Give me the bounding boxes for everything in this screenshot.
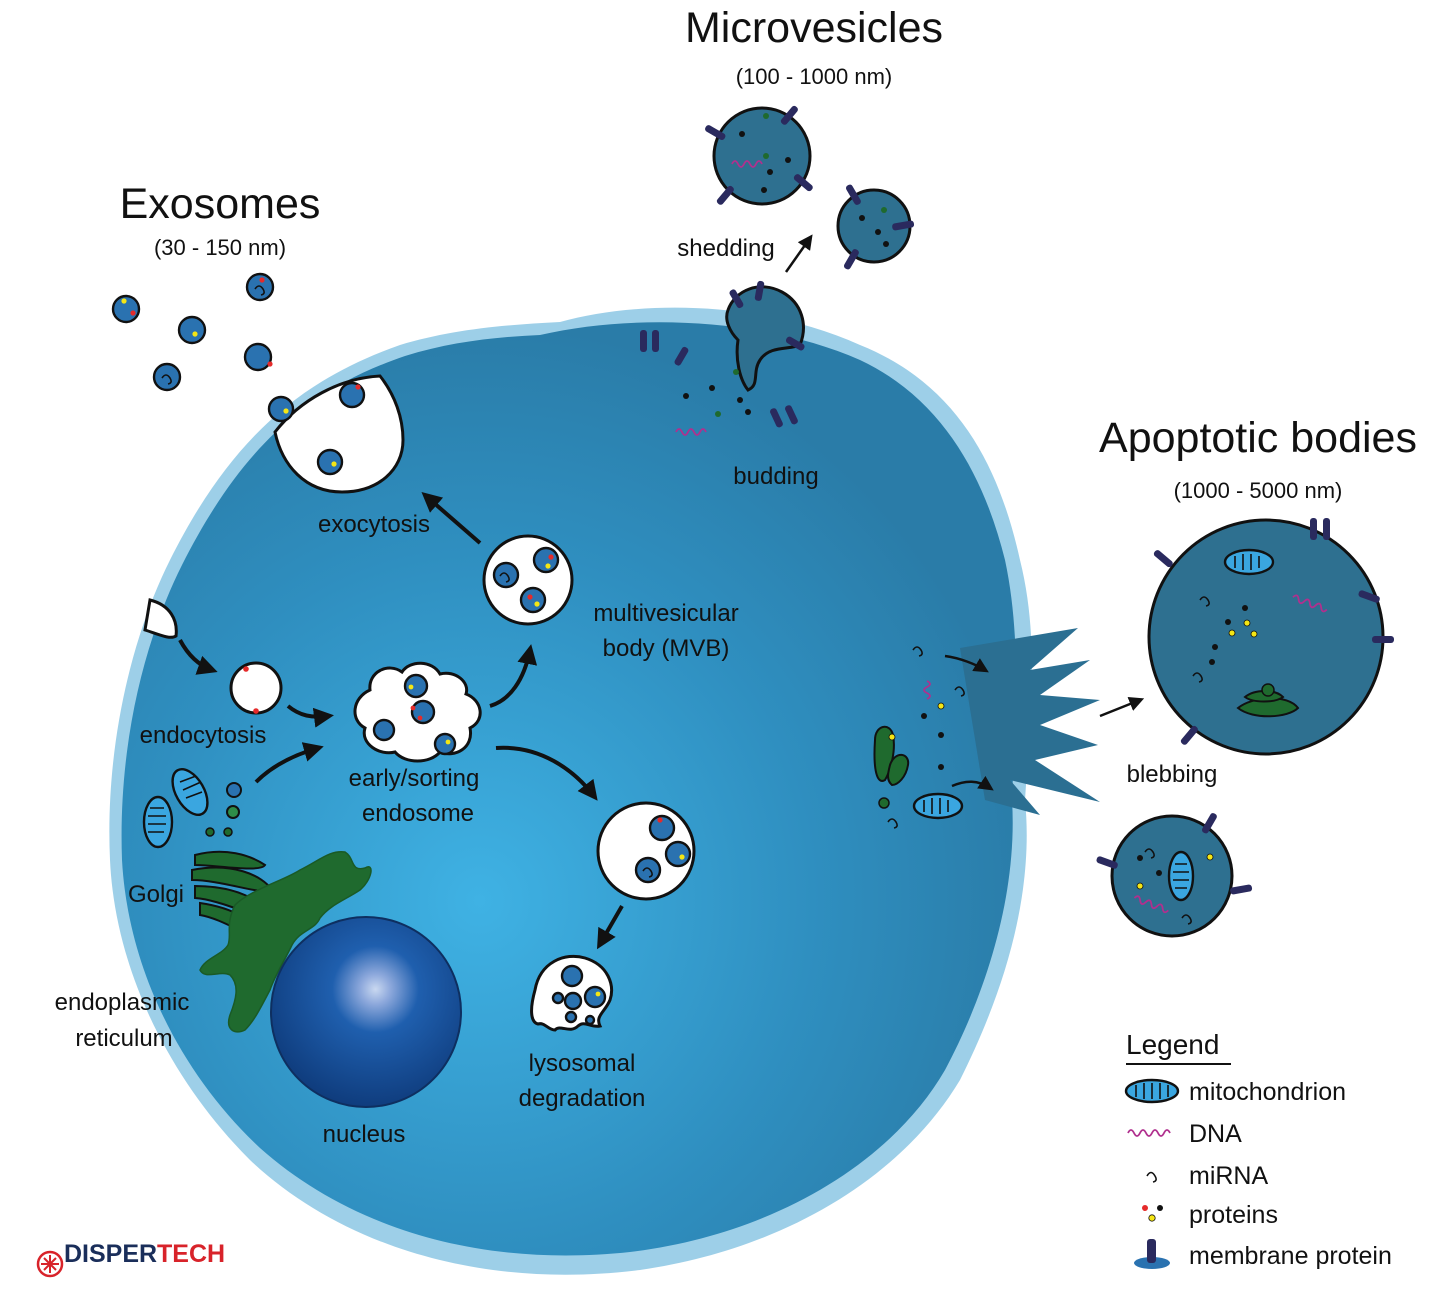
- mirna-icon: [1146, 1171, 1157, 1183]
- apoptotic-body-small: [1096, 813, 1253, 938]
- label-lyso-line2: degradation: [519, 1085, 646, 1112]
- label-budding: budding: [733, 463, 818, 490]
- cell: [109, 307, 1032, 1275]
- arrow-blebbing-upper: [944, 654, 989, 673]
- arrow-to-apoptotic-body: [1099, 696, 1145, 718]
- cell-body: [121, 322, 1016, 1256]
- free-exosomes: [111, 272, 275, 392]
- logo-text-part1: DISPER: [64, 1240, 157, 1268]
- arrow-endosome-to-late: [495, 745, 598, 801]
- label-nucleus: nucleus: [323, 1121, 406, 1148]
- legend-label-mitochondrion: mitochondrion: [1189, 1078, 1346, 1106]
- multivesicular-body: [482, 534, 574, 626]
- endoplasmic-reticulum: [199, 851, 372, 1033]
- legend-label-dna: DNA: [1189, 1120, 1242, 1148]
- blebbing-protrusion: [960, 628, 1100, 815]
- apoptotic-bodies-title: Apoptotic bodies: [1099, 414, 1417, 462]
- mitochondria: [142, 768, 209, 849]
- arrow-mvb-to-exocytosis: [421, 492, 482, 545]
- proteins-icon: [1142, 1205, 1163, 1222]
- label-mvb-line2: body (MVB): [603, 635, 730, 662]
- exocytosis-exosomes: [267, 381, 366, 476]
- exosomes-size: (30 - 150 nm): [154, 235, 286, 260]
- golgi-vesicles: [205, 782, 242, 837]
- microvesicles-title: Microvesicles: [685, 4, 943, 52]
- membrane-protein-icon: [1134, 1239, 1170, 1269]
- label-exocytosis: exocytosis: [318, 511, 430, 538]
- blebbing-contents: [873, 646, 965, 829]
- label-lyso-line1: lysosomal: [529, 1050, 636, 1077]
- microvesicle-large: [705, 105, 813, 206]
- label-endocytosis: endocytosis: [140, 722, 267, 749]
- nucleus: [270, 916, 462, 1108]
- label-mvb-line1: multivesicular: [593, 600, 738, 627]
- endocytosis-entry: [143, 598, 178, 639]
- endosome-exosomes: [372, 673, 457, 756]
- lysosome: [530, 954, 613, 1032]
- arrow-endocytosis-in: [178, 639, 218, 675]
- legend-label-membrane-protein: membrane protein: [1189, 1242, 1392, 1270]
- label-early-line1: early/sorting: [349, 765, 480, 792]
- arrow-to-early-endosome: [286, 704, 334, 728]
- arrows: [178, 234, 1145, 950]
- microvesicle-small: [836, 184, 915, 270]
- arrow-shedding: [784, 234, 813, 273]
- logo-mark-icon: [36, 1250, 64, 1278]
- arrow-golgi-to-endosome: [254, 742, 324, 784]
- arrow-late-to-lysosome: [596, 904, 624, 950]
- apoptotic-body-large: [1147, 518, 1394, 756]
- exocytosis-pocket: [273, 374, 405, 494]
- budding-site: [640, 280, 805, 436]
- microvesicles-size: (100 - 1000 nm): [736, 64, 893, 89]
- apoptotic-bodies-size: (1000 - 5000 nm): [1174, 478, 1343, 503]
- label-shedding: shedding: [677, 235, 774, 262]
- arrow-blebbing-lower: [951, 775, 994, 791]
- logo-text-part2: TECH: [157, 1240, 225, 1268]
- label-golgi: Golgi: [128, 881, 184, 908]
- dna-icon: [1127, 1129, 1171, 1137]
- endocytosis-vesicle: [229, 661, 283, 715]
- late-endosome: [596, 801, 696, 901]
- arrow-endosome-to-mvb: [489, 644, 538, 708]
- legend-label-mirna: miRNA: [1189, 1162, 1268, 1190]
- label-blebbing: blebbing: [1127, 761, 1218, 788]
- exosomes-title: Exosomes: [120, 180, 321, 228]
- label-er-line1: endoplasmic: [55, 989, 190, 1016]
- legend: Legend mitochondrion DNA miRNA proteins …: [1124, 1029, 1392, 1270]
- legend-title: Legend: [1126, 1029, 1219, 1060]
- dispertech-logo: DISPER TECH: [36, 1240, 225, 1278]
- mitochondrion-icon: [1124, 1078, 1180, 1104]
- label-er-line2: reticulum: [75, 1025, 172, 1052]
- legend-label-proteins: proteins: [1189, 1201, 1278, 1229]
- label-early-line2: endosome: [362, 800, 474, 827]
